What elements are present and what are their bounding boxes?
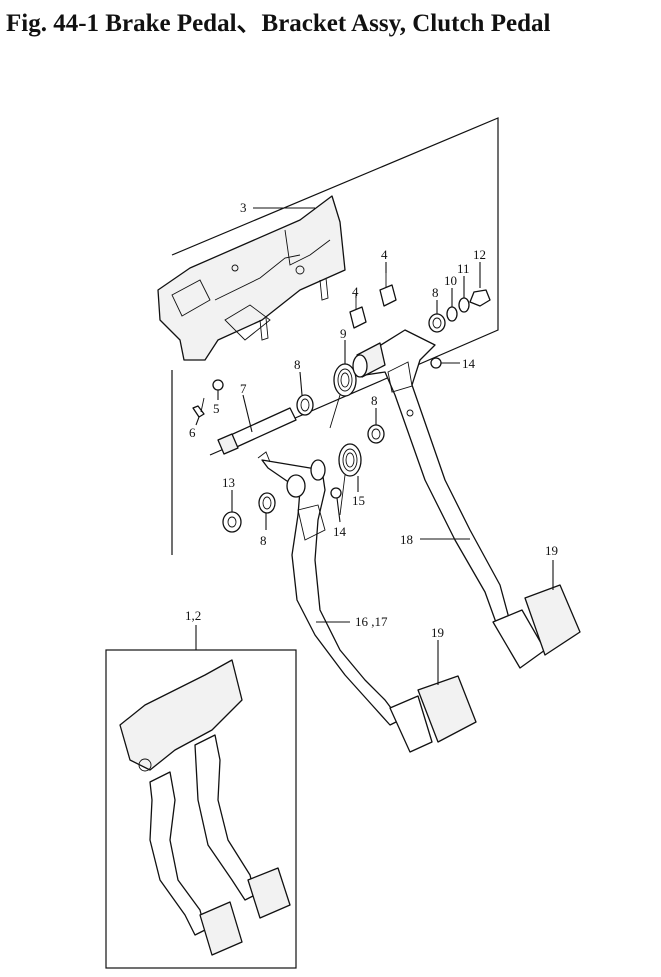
callout-16-17: 16 ,17: [355, 614, 388, 629]
part-14-pin-upper: [430, 357, 442, 369]
part-10-washer: [446, 306, 458, 322]
bracket-group-outline: [171, 117, 499, 555]
callout-14b: 14: [333, 524, 347, 539]
callout-8c: 8: [371, 393, 378, 408]
callout-4b: 4: [352, 284, 359, 299]
part-8-bushing-left: [258, 492, 276, 514]
part-8-bushing-right: [367, 424, 385, 444]
part-18-clutch-pedal: [352, 329, 511, 629]
part-4-bolts: [349, 270, 397, 329]
callout-10: 10: [444, 273, 457, 288]
callout-19a: 19: [545, 543, 558, 558]
callout-8a: 8: [432, 285, 439, 300]
callout-11: 11: [457, 261, 470, 276]
part-14-pin-lower: [330, 487, 342, 499]
part-8-bushing-top: [428, 313, 446, 333]
callout-15: 15: [352, 493, 365, 508]
callout-8d: 8: [260, 533, 267, 548]
part-9-spring-upper: [329, 363, 357, 429]
callout-labels: 3 4 4 8 10 11 12 9 14 8 8 7 5 6 13 8 15 …: [185, 200, 558, 640]
callout-1-2: 1,2: [185, 608, 201, 623]
part-19-pad-left: [389, 675, 477, 753]
leader-lines: [195, 207, 554, 685]
callout-18: 18: [400, 532, 413, 547]
callout-7: 7: [240, 381, 247, 396]
callout-14a: 14: [462, 356, 476, 371]
part-3-pedal-bracket: [157, 195, 346, 361]
callout-9: 9: [340, 326, 347, 341]
part-16-17-brake-pedal: [257, 451, 401, 726]
part-12-nut: [469, 289, 491, 307]
callout-4a: 4: [381, 247, 388, 262]
inset-assembly-1-2: [105, 649, 297, 969]
callout-5: 5: [213, 401, 220, 416]
part-19-pad-right: [492, 584, 581, 669]
part-15-spring-lower: [338, 443, 362, 516]
part-5-nut: [212, 379, 224, 391]
callout-13: 13: [222, 475, 235, 490]
part-6-bolt: [192, 397, 205, 418]
part-7-pivot-bolt: [217, 407, 297, 455]
callout-8b: 8: [294, 357, 301, 372]
part-8-bushing-mid: [296, 394, 314, 416]
part-13-washer: [222, 511, 242, 533]
callout-19b: 19: [431, 625, 444, 640]
callout-3: 3: [240, 200, 247, 215]
figure-title: Fig. 44-1 Brake Pedal、Bracket Assy, Clut…: [6, 10, 551, 37]
callout-6: 6: [189, 425, 196, 440]
callout-12: 12: [473, 247, 486, 262]
part-11-washer: [458, 297, 470, 313]
